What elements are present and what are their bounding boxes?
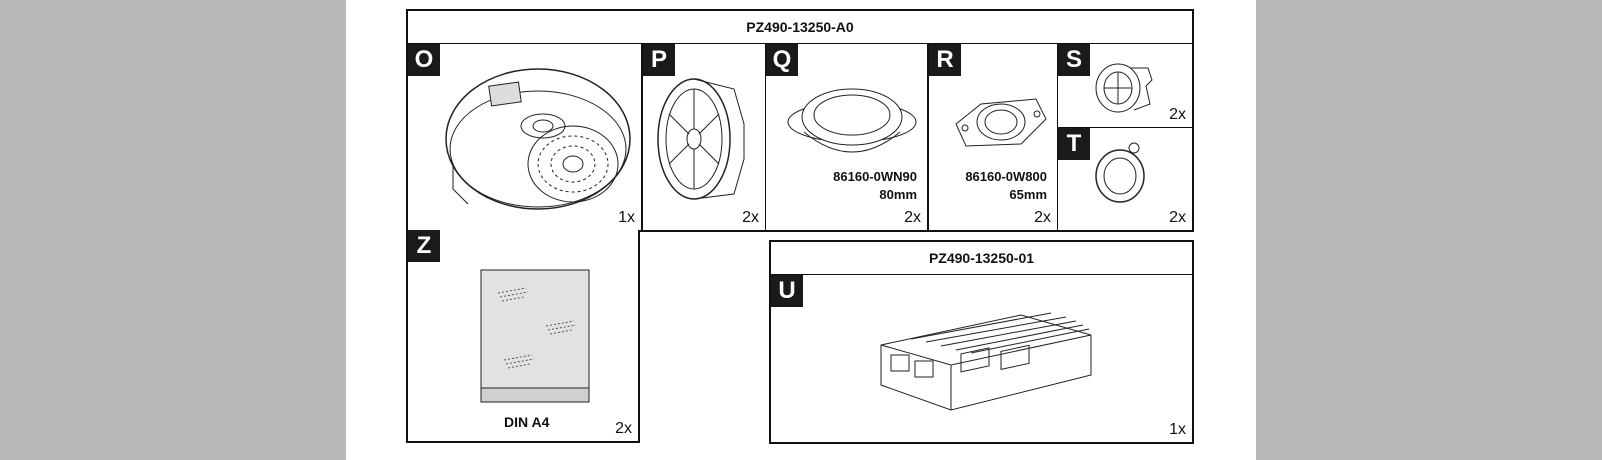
item-r-cell: R 86160-0W800 65mm 2x	[928, 43, 1058, 230]
tweeter-housing-icon	[1095, 63, 1153, 113]
item-o-qty: 1x	[618, 209, 635, 226]
item-t-letter: T	[1058, 128, 1090, 160]
item-r-letter: R	[929, 44, 961, 76]
item-r-size: 65mm	[1009, 187, 1047, 202]
item-p-qty: 2x	[742, 209, 759, 226]
oval-speaker-icon	[787, 88, 917, 153]
item-z-qty: 2x	[615, 420, 632, 437]
item-u-cell: U 1x	[771, 274, 1192, 442]
item-t-qty: 2x	[1169, 209, 1186, 226]
tweeter-cover-icon	[1095, 142, 1145, 203]
item-z-cell: Z DIN A4 2x	[406, 230, 640, 443]
item-q-size: 80mm	[879, 187, 917, 202]
amplifier-icon	[880, 312, 1092, 411]
item-u-letter: U	[771, 275, 803, 307]
item-t-cell: T 2x	[1058, 128, 1192, 230]
item-r-part-block: 86160-0W800 65mm	[965, 168, 1047, 204]
item-q-cell: Q 86160-0WN90 80mm 2x	[766, 43, 928, 230]
instruction-sheet-icon	[480, 269, 590, 403]
item-p-cell: P 2x	[642, 43, 766, 230]
small-speaker-icon	[955, 98, 1047, 147]
kit-a-part-number: PZ490-13250-A0	[746, 19, 854, 35]
item-r-part-number: 86160-0W800	[965, 169, 1047, 184]
item-s-cell: S 2x	[1058, 43, 1192, 128]
item-q-qty: 2x	[904, 209, 921, 226]
kit-b-part-number: PZ490-13250-01	[928, 250, 1035, 266]
door-speaker-icon	[657, 78, 745, 200]
item-z-letter: Z	[408, 230, 440, 262]
item-q-letter: Q	[766, 44, 798, 76]
item-p-letter: P	[643, 44, 675, 76]
item-u-qty: 1x	[1169, 421, 1186, 438]
kit-a-panel: PZ490-13250-A0 O 1x P	[406, 9, 1194, 232]
item-o-cell: O 1x	[408, 43, 642, 230]
subwoofer-speaker-icon	[445, 68, 631, 210]
item-r-qty: 2x	[1034, 209, 1051, 226]
kit-b-panel: PZ490-13250-01 U 1x	[769, 240, 1194, 444]
document-page: PZ490-13250-A0 O 1x P	[346, 0, 1256, 460]
item-q-part-block: 86160-0WN90 80mm	[833, 168, 917, 204]
item-o-letter: O	[408, 44, 440, 76]
item-s-qty: 2x	[1169, 106, 1186, 123]
item-z-label: DIN A4	[504, 414, 550, 430]
item-s-letter: S	[1058, 44, 1090, 76]
item-q-part-number: 86160-0WN90	[833, 169, 917, 184]
